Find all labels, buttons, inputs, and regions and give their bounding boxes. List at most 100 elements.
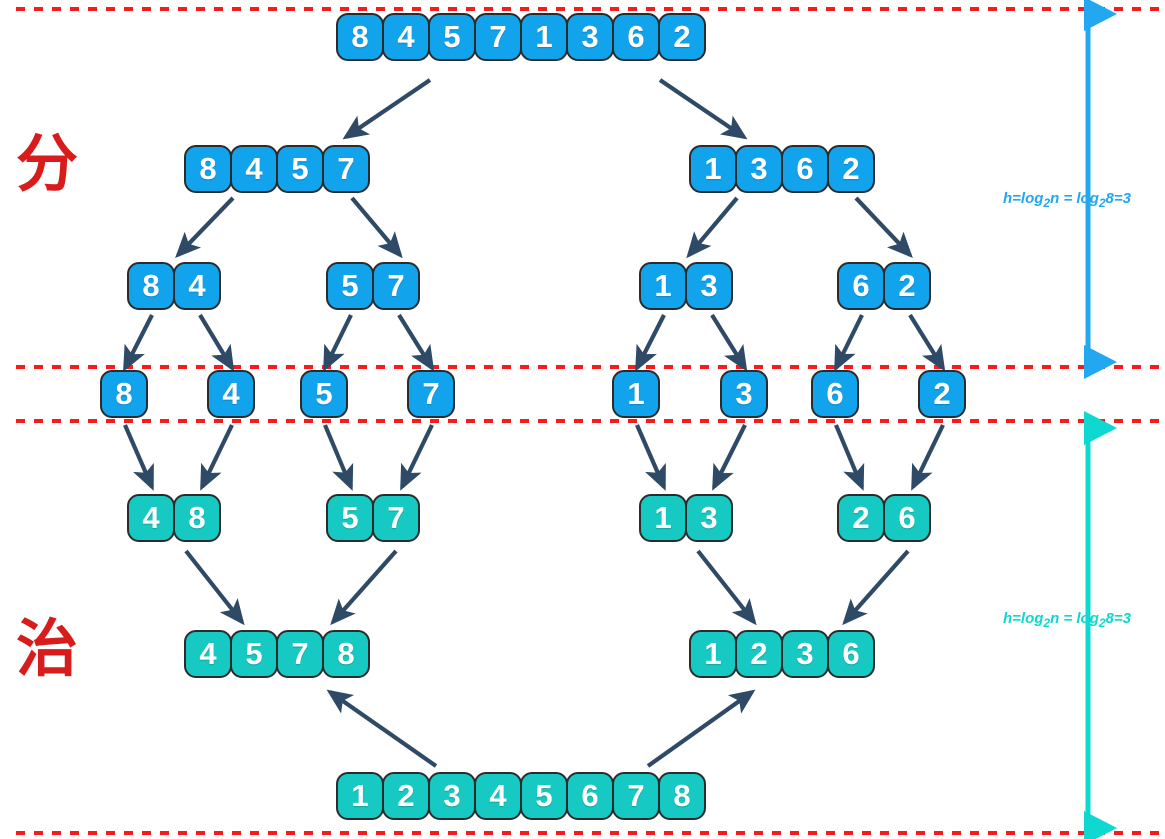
cell: 3 bbox=[566, 13, 614, 61]
cell: 2 bbox=[918, 370, 966, 418]
divide-edge-1a-l bbox=[175, 196, 235, 259]
cell: 1 bbox=[520, 13, 568, 61]
cell: 6 bbox=[883, 494, 931, 542]
cell: 2 bbox=[827, 145, 875, 193]
merge-edge-2d bbox=[842, 549, 910, 626]
cell: 7 bbox=[372, 262, 420, 310]
array-divide-level-1-left: 8 4 5 7 bbox=[184, 145, 370, 193]
cell: 5 bbox=[300, 370, 348, 418]
array-conquer-level-1-right: 1 2 3 6 bbox=[689, 630, 875, 678]
cell: 4 bbox=[382, 13, 430, 61]
divide-edge-2b-l bbox=[323, 314, 353, 372]
merge-edge-3d-l bbox=[834, 424, 865, 491]
divide-edge-1a-r bbox=[350, 196, 403, 259]
divide-edge-1b-r bbox=[854, 196, 913, 259]
cell: 1 bbox=[336, 772, 384, 820]
array-conquer-level-2-c: 1 3 bbox=[639, 494, 733, 542]
array-divide-level-3-6: 6 bbox=[811, 370, 859, 418]
divide-formula-suffix: 8=3 bbox=[1105, 190, 1131, 207]
cell: 4 bbox=[173, 262, 221, 310]
merge-edge-3c-l bbox=[635, 424, 666, 491]
cell: 3 bbox=[735, 145, 783, 193]
cell: 5 bbox=[230, 630, 278, 678]
cell: 6 bbox=[811, 370, 859, 418]
merge-edge-2b bbox=[330, 549, 398, 626]
cell: 1 bbox=[689, 145, 737, 193]
cell: 6 bbox=[612, 13, 660, 61]
cell: 6 bbox=[566, 772, 614, 820]
array-divide-level-1-right: 1 3 6 2 bbox=[689, 145, 875, 193]
cell: 8 bbox=[173, 494, 221, 542]
cell: 1 bbox=[612, 370, 660, 418]
cell: 4 bbox=[230, 145, 278, 193]
array-divide-level-3-7: 2 bbox=[918, 370, 966, 418]
cell: 8 bbox=[184, 145, 232, 193]
divide-edge-0-r bbox=[658, 78, 748, 140]
phase-label-divide: 分 bbox=[16, 127, 79, 200]
merge-edge-1b bbox=[646, 689, 756, 768]
array-divide-level-2-d: 6 2 bbox=[837, 262, 931, 310]
array-divide-level-2-c: 1 3 bbox=[639, 262, 733, 310]
cell: 2 bbox=[382, 772, 430, 820]
array-divide-level-2-a: 8 4 bbox=[127, 262, 221, 310]
array-divide-level-3-2: 5 bbox=[300, 370, 348, 418]
cell: 2 bbox=[658, 13, 706, 61]
conquer-formula-mid: n = log bbox=[1050, 610, 1099, 627]
divide-formula-base1: 2 bbox=[1043, 196, 1051, 210]
cell: 6 bbox=[781, 145, 829, 193]
cell: 7 bbox=[372, 494, 420, 542]
divide-formula-base2: 2 bbox=[1098, 196, 1106, 210]
merge-edge-3a-r bbox=[200, 424, 234, 491]
cell: 8 bbox=[100, 370, 148, 418]
cell: 8 bbox=[127, 262, 175, 310]
cell: 1 bbox=[639, 262, 687, 310]
cell: 7 bbox=[474, 13, 522, 61]
conquer-height-formula: h=log2n = log28=3 bbox=[1003, 610, 1131, 630]
cell: 7 bbox=[612, 772, 660, 820]
cell: 3 bbox=[720, 370, 768, 418]
phase-label-conquer: 治 bbox=[16, 612, 79, 685]
cell: 8 bbox=[336, 13, 384, 61]
merge-edge-2c bbox=[696, 549, 757, 626]
cell: 4 bbox=[184, 630, 232, 678]
divide-edge-0-l bbox=[342, 78, 432, 140]
cell: 8 bbox=[322, 630, 370, 678]
array-conquer-level-2-a: 4 8 bbox=[127, 494, 221, 542]
cell: 5 bbox=[326, 262, 374, 310]
cell: 7 bbox=[407, 370, 455, 418]
divide-formula-prefix: h=log bbox=[1003, 190, 1044, 207]
cell: 6 bbox=[837, 262, 885, 310]
cell: 4 bbox=[127, 494, 175, 542]
cell: 7 bbox=[322, 145, 370, 193]
divide-edge-2d-r bbox=[908, 313, 946, 372]
cell: 4 bbox=[474, 772, 522, 820]
array-divide-level-3-4: 1 bbox=[612, 370, 660, 418]
cell: 3 bbox=[781, 630, 829, 678]
array-conquer-level-2-b: 5 7 bbox=[326, 494, 420, 542]
cell: 3 bbox=[685, 262, 733, 310]
cell: 7 bbox=[276, 630, 324, 678]
merge-edge-3c-r bbox=[712, 424, 747, 491]
array-divide-level-3-1: 4 bbox=[207, 370, 255, 418]
cell: 5 bbox=[326, 494, 374, 542]
cell: 1 bbox=[689, 630, 737, 678]
merge-edge-3b-l bbox=[323, 424, 354, 491]
cell: 8 bbox=[658, 772, 706, 820]
divide-height-formula: h=log2n = log28=3 bbox=[1003, 190, 1131, 210]
cell: 2 bbox=[735, 630, 783, 678]
array-conquer-level-2-d: 2 6 bbox=[837, 494, 931, 542]
cell: 6 bbox=[827, 630, 875, 678]
divide-edge-2c-r bbox=[710, 313, 748, 372]
array-conquer-level-1-left: 4 5 7 8 bbox=[184, 630, 370, 678]
array-divide-level-3-5: 3 bbox=[720, 370, 768, 418]
merge-edge-3b-r bbox=[400, 424, 434, 491]
divide-edge-2a-r bbox=[198, 313, 235, 372]
divide-edge-2c-l bbox=[635, 314, 666, 372]
cell: 3 bbox=[428, 772, 476, 820]
array-conquer-level-0: 1 2 3 4 5 6 7 8 bbox=[336, 772, 706, 820]
cell: 2 bbox=[837, 494, 885, 542]
cell: 1 bbox=[639, 494, 687, 542]
cell: 5 bbox=[428, 13, 476, 61]
